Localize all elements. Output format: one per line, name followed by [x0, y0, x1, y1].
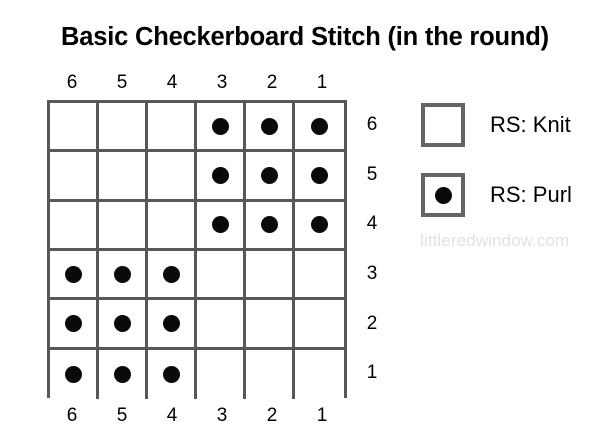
column-label-top: 6 — [66, 72, 78, 93]
row-label: 4 — [366, 213, 378, 235]
purl-dot-icon — [311, 166, 328, 184]
column-label-bottom: 6 — [66, 405, 78, 426]
stitch-cell-knit[interactable] — [197, 250, 246, 298]
stitch-cell-knit[interactable] — [197, 349, 246, 399]
stitch-cell-knit[interactable] — [295, 250, 344, 298]
row-label: 2 — [366, 312, 378, 334]
stitch-cell-knit[interactable] — [50, 152, 99, 199]
legend: RS: Knit RS: Purl — [421, 103, 606, 243]
purl-dot-icon — [113, 314, 131, 332]
column-labels-top: 6 5 4 3 2 1 — [47, 70, 347, 96]
stitch-cell-knit[interactable] — [99, 103, 148, 150]
stitch-row — [50, 201, 344, 251]
stitch-cell-knit[interactable] — [295, 349, 344, 399]
stitch-cell-purl[interactable] — [197, 103, 246, 150]
purl-dot-icon — [211, 216, 229, 234]
stitch-cell-knit[interactable] — [197, 300, 246, 347]
purl-dot-icon — [64, 265, 82, 283]
knit-symbol-swatch — [421, 103, 465, 147]
purl-dot-icon — [113, 265, 131, 283]
stitch-cell-knit[interactable] — [50, 103, 99, 150]
stitch-row — [50, 250, 344, 301]
legend-label-knit: RS: Knit — [490, 112, 571, 137]
stitch-row — [50, 103, 344, 153]
column-label-bottom: 4 — [166, 405, 178, 426]
stitch-cell-knit[interactable] — [148, 103, 197, 150]
row-label: 3 — [366, 262, 378, 284]
purl-dot-icon — [162, 314, 180, 332]
stitch-cell-knit[interactable] — [50, 201, 99, 248]
purl-dot-icon — [260, 166, 278, 184]
legend-item-knit: RS: Knit — [421, 103, 606, 147]
column-label-bottom: 3 — [216, 405, 228, 426]
purl-dot-icon — [162, 365, 180, 383]
watermark: littleredwindow.com — [420, 231, 570, 250]
stitch-cell-purl[interactable] — [246, 152, 295, 199]
purl-dot-icon — [311, 216, 328, 234]
legend-label-purl: RS: Purl — [490, 182, 572, 207]
stitch-cell-knit[interactable] — [246, 349, 295, 399]
purl-dot-icon — [311, 117, 328, 135]
purl-dot-icon — [260, 216, 278, 234]
stitch-grid-cells — [47, 100, 347, 399]
stitch-cell-purl[interactable] — [99, 349, 148, 399]
stitch-cell-purl[interactable] — [148, 300, 197, 347]
stitch-cell-knit[interactable] — [148, 152, 197, 199]
stitch-cell-knit[interactable] — [295, 300, 344, 347]
purl-dot-icon — [162, 265, 180, 283]
purl-dot-icon — [113, 365, 131, 383]
stitch-cell-purl[interactable] — [50, 300, 99, 347]
stitch-cell-knit[interactable] — [246, 300, 295, 347]
stitch-cell-purl[interactable] — [50, 250, 99, 298]
row-label: 6 — [366, 114, 378, 135]
purl-dot-icon — [211, 117, 229, 135]
stitch-cell-purl[interactable] — [295, 152, 344, 199]
column-label-top: 4 — [166, 72, 178, 93]
stitch-cell-knit[interactable] — [148, 201, 197, 248]
purl-dot-icon — [260, 117, 278, 135]
row-label: 1 — [366, 362, 378, 384]
stitch-cell-purl[interactable] — [148, 250, 197, 298]
row-labels: 6 5 4 3 2 1 — [357, 100, 387, 398]
column-label-bottom: 5 — [116, 405, 128, 426]
stitch-grid — [47, 100, 347, 399]
stitch-row — [50, 300, 344, 350]
column-label-top: 1 — [316, 72, 328, 93]
column-labels-bottom: 6 5 4 3 2 1 — [47, 403, 347, 429]
stitch-cell-purl[interactable] — [99, 300, 148, 347]
stitch-cell-purl[interactable] — [50, 349, 99, 399]
purl-dot-icon — [64, 314, 82, 332]
stitch-cell-purl[interactable] — [295, 201, 344, 248]
stitch-cell-purl[interactable] — [246, 103, 295, 150]
column-label-top: 2 — [266, 72, 278, 93]
stitch-cell-purl[interactable] — [99, 250, 148, 298]
column-label-bottom: 2 — [266, 405, 278, 426]
purl-dot-icon — [434, 186, 452, 204]
column-label-top: 5 — [116, 72, 128, 93]
stitch-cell-knit[interactable] — [246, 250, 295, 298]
stitch-cell-knit[interactable] — [99, 201, 148, 248]
column-label-top: 3 — [216, 72, 228, 93]
legend-item-purl: RS: Purl — [421, 173, 606, 217]
row-label: 5 — [366, 163, 378, 185]
purl-symbol-swatch — [421, 173, 465, 217]
stitch-cell-purl[interactable] — [148, 349, 197, 399]
stitch-cell-purl[interactable] — [197, 201, 246, 248]
column-label-bottom: 1 — [316, 405, 328, 426]
stitch-row — [50, 152, 344, 202]
purl-dot-icon — [64, 365, 82, 383]
stitch-row — [50, 349, 344, 399]
stitch-cell-purl[interactable] — [246, 201, 295, 248]
stitch-cell-knit[interactable] — [99, 152, 148, 199]
stitch-cell-purl[interactable] — [295, 103, 344, 150]
stitch-cell-purl[interactable] — [197, 152, 246, 199]
purl-dot-icon — [211, 166, 229, 184]
page-title: Basic Checkerboard Stitch (in the round) — [61, 23, 549, 51]
